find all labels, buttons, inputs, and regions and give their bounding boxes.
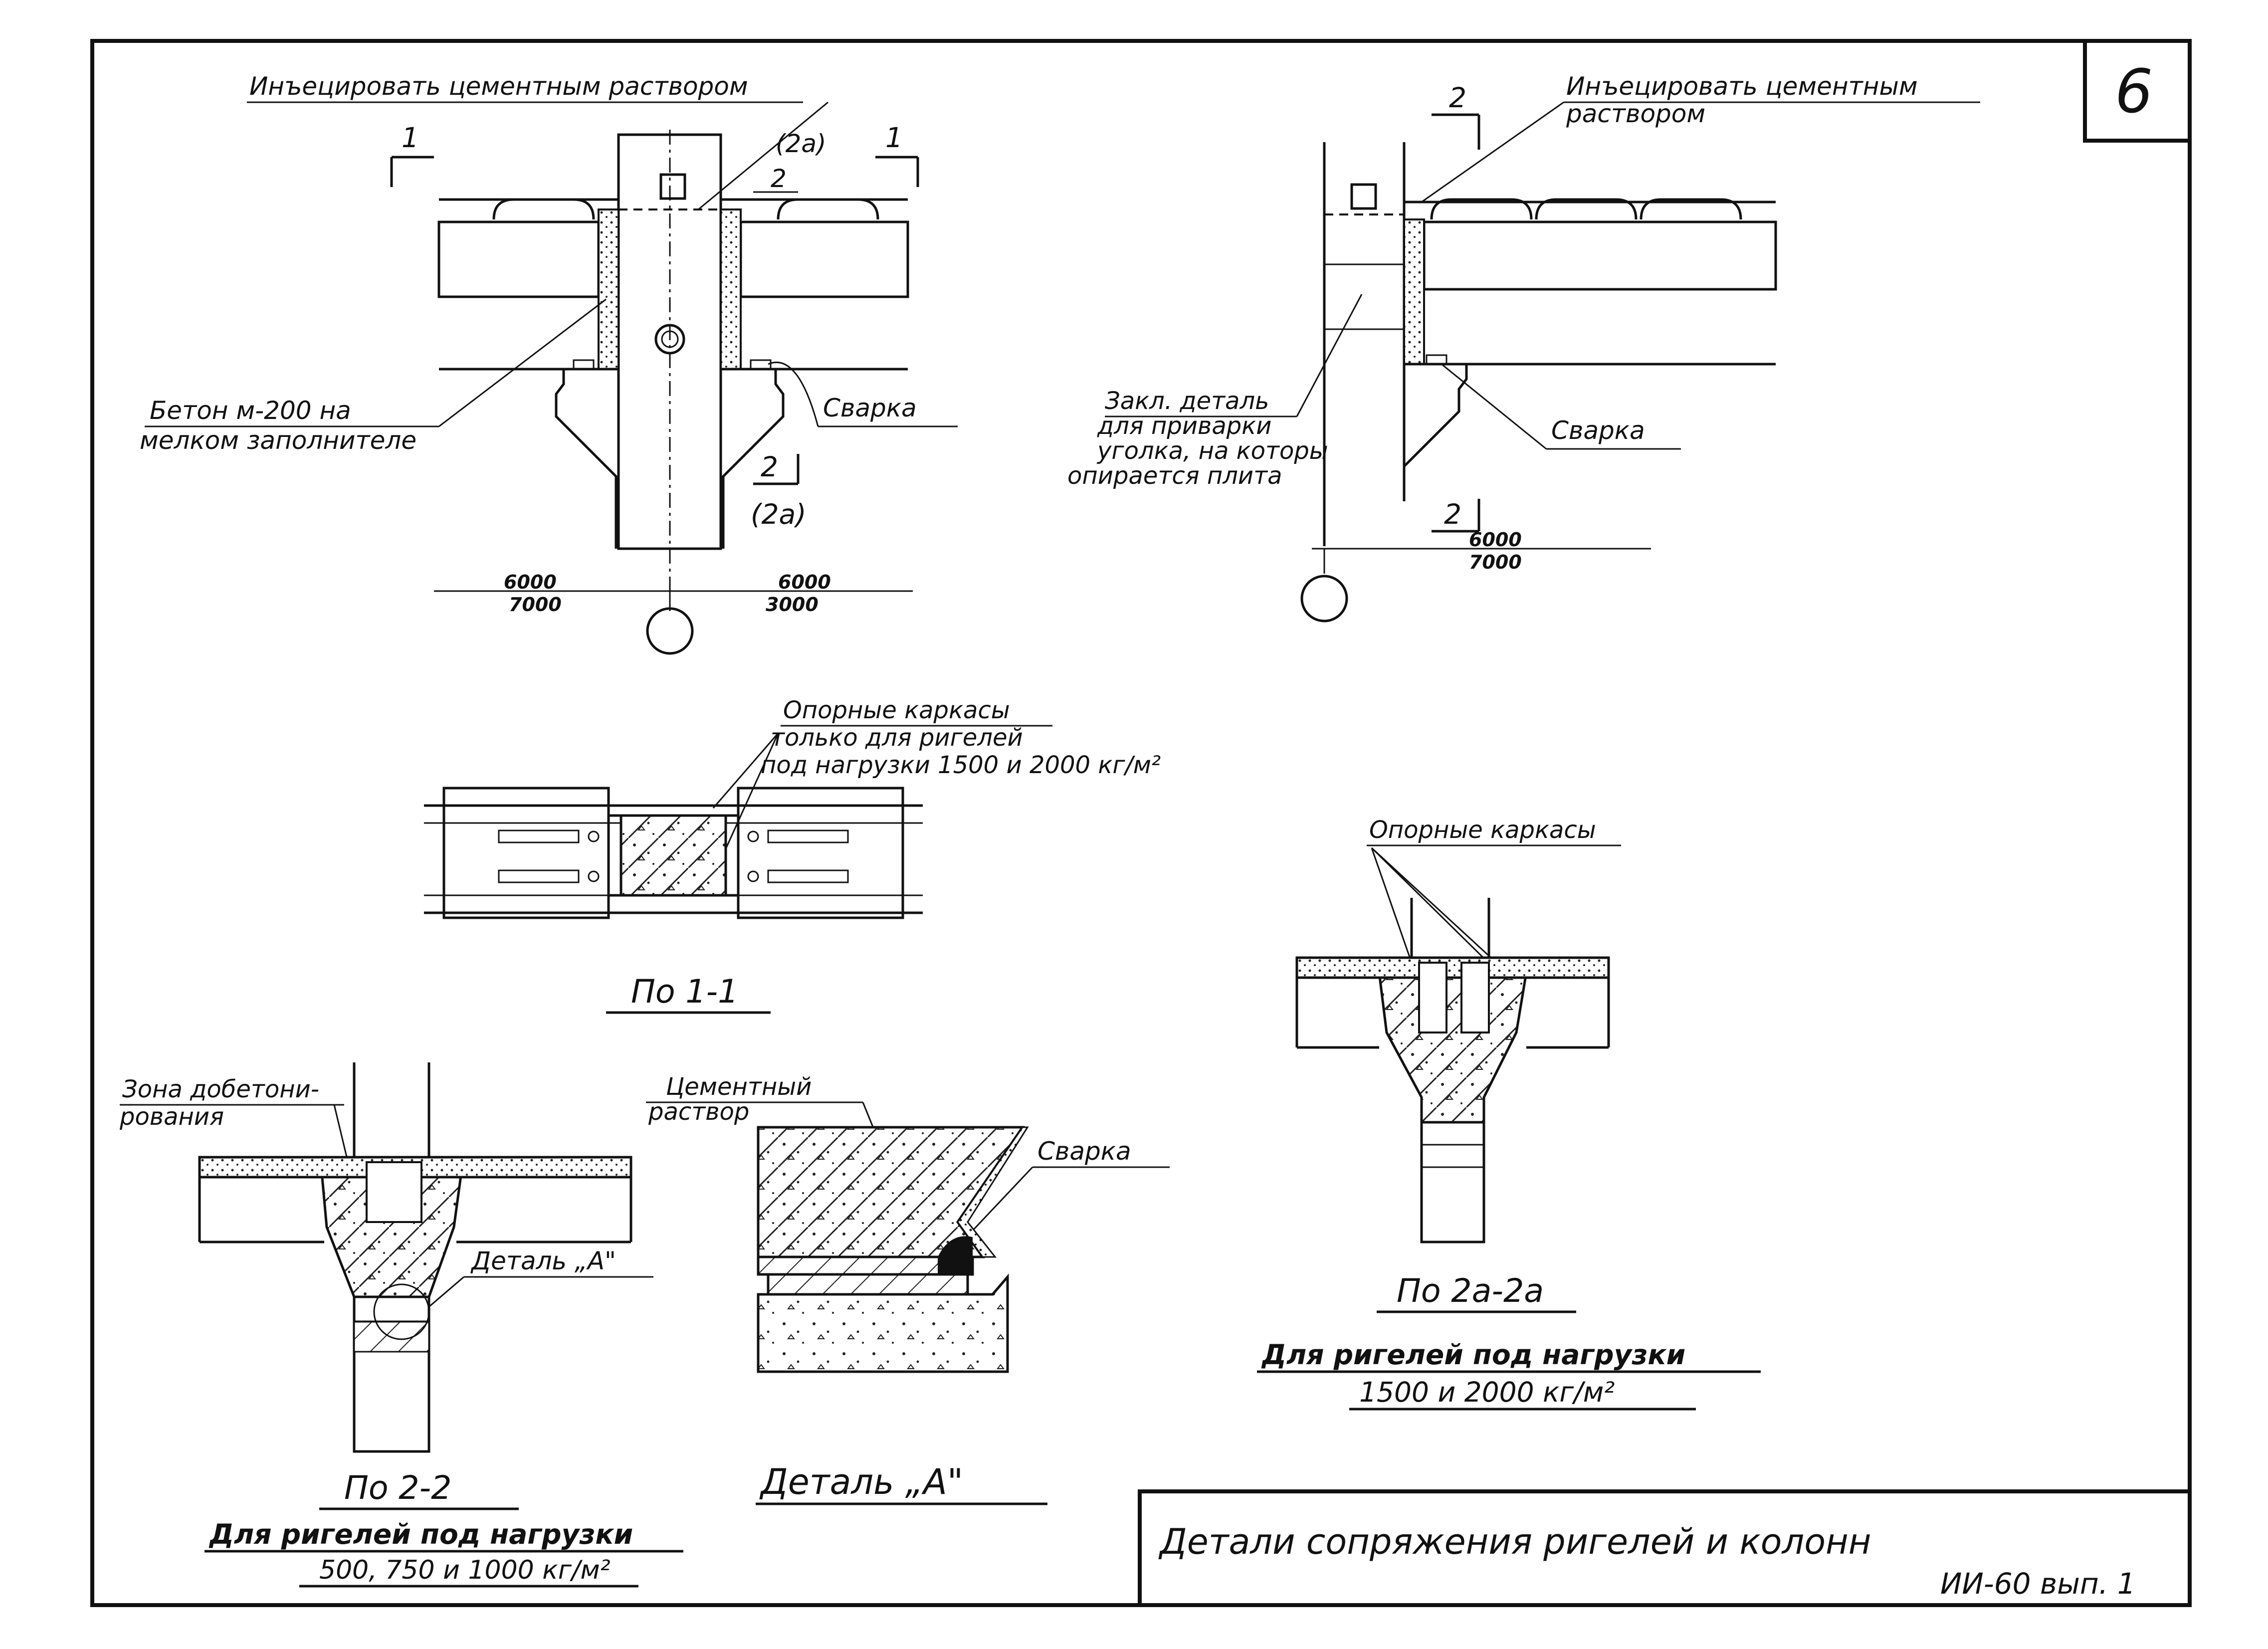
note-inject-right-line2: раствором xyxy=(1566,99,1705,128)
sheet-frame: 6 xyxy=(90,39,2192,1607)
view-2-zone-line1: Зона добетони- xyxy=(122,1075,319,1103)
note-weld-left: Сварка xyxy=(823,394,917,422)
view-2a-caption: По 2а-2а xyxy=(1397,1272,1544,1310)
section-mark-2-top: 2 xyxy=(771,164,787,193)
sheet-number-box xyxy=(2083,39,2192,143)
section-mark-2-top-right: 2 xyxy=(1449,82,1466,114)
note-inject-cement: Инъецировать цементным раствором xyxy=(249,72,748,101)
title-block: Детали сопряжения ригелей и колонн ИИ-60… xyxy=(1138,1489,2192,1607)
span-left-top: 6000 xyxy=(504,571,557,593)
note-concrete-line2: мелком заполнителе xyxy=(140,426,416,455)
sheet-number: 6 xyxy=(2115,57,2153,127)
view-2-subcaption-line1: Для ригелей под нагрузки xyxy=(208,1518,633,1550)
span-right-view-bottom: 7000 xyxy=(1469,551,1522,573)
title-block-series: ИИ-60 вып. 1 xyxy=(1940,1567,2136,1601)
span-right-top: 6000 xyxy=(778,571,831,593)
view-plan-1-1: Опорные каркасы только для ригелей под н… xyxy=(424,696,1161,1014)
note-inject-right-line1: Инъецировать цементным xyxy=(1566,72,1918,101)
span-left-bottom: 7000 xyxy=(509,594,562,616)
plan-note-line1: Опорные каркасы xyxy=(783,696,1010,724)
axis-marker-left xyxy=(646,607,694,655)
section-mark-2a-top: (2а) xyxy=(776,129,826,158)
view-2a-subcaption-line2: 1500 и 2000 кг/м² xyxy=(1359,1376,1615,1408)
plan-note-line2: только для ригелей xyxy=(771,724,1023,752)
span-right-view-top: 6000 xyxy=(1469,529,1522,551)
section-mark-2-bottom-right: 2 xyxy=(1444,498,1461,530)
section-mark-1-right: 1 xyxy=(885,122,903,154)
plan-caption: По 1-1 xyxy=(631,973,738,1011)
plan-note-line3: под нагрузки 1500 и 2000 кг/м² xyxy=(761,751,1161,779)
axis-marker-right xyxy=(1300,575,1348,622)
view-top-left: Инъецировать цементным раствором xyxy=(140,72,958,655)
view-2-zone-line2: рования xyxy=(119,1103,224,1131)
weld-symbol xyxy=(938,1236,973,1274)
view-top-right: 2 Инъецировать цементным раствором Закл.… xyxy=(1067,72,1980,622)
section-mark-1-left: 1 xyxy=(402,122,419,154)
view-2-caption: По 2-2 xyxy=(344,1469,451,1507)
detail-mortar-line1: Цементный xyxy=(666,1073,812,1101)
note-embedded-line4: опирается плита xyxy=(1067,462,1282,490)
view-detail-a: Цементный раствор Сварка Деталь „А" xyxy=(646,1073,1170,1505)
detail-caption: Деталь „А" xyxy=(759,1461,963,1502)
note-concrete-line1: Бетон м-200 на xyxy=(150,396,351,425)
note-embedded-line1: Закл. деталь xyxy=(1105,387,1269,415)
view-2-subcaption-line2: 500, 750 и 1000 кг/м² xyxy=(319,1555,611,1585)
view-2a-subcaption-line1: Для ригелей под нагрузки xyxy=(1261,1339,1685,1371)
view-2-2: Зона добетони- рования Деталь „А" По 2-2… xyxy=(119,1062,683,1588)
title-block-title: Детали сопряжения ригелей и колонн xyxy=(1158,1521,1871,1562)
view-2a-2a: Опорные каркасы По 2а-2а Для ригелей под… xyxy=(1257,816,1761,1411)
section-mark-2-bottom: 2 xyxy=(761,451,778,483)
section-mark-2a-bottom: (2а) xyxy=(751,498,807,530)
view-2a-note: Опорные каркасы xyxy=(1369,816,1596,844)
note-embedded-line3: уголка, на которы xyxy=(1096,437,1328,465)
span-right-bottom: 3000 xyxy=(766,594,819,616)
view-2-detail-note: Деталь „А" xyxy=(470,1246,616,1275)
detail-weld-note: Сварка xyxy=(1037,1137,1131,1166)
note-weld-right: Сварка xyxy=(1551,416,1645,445)
